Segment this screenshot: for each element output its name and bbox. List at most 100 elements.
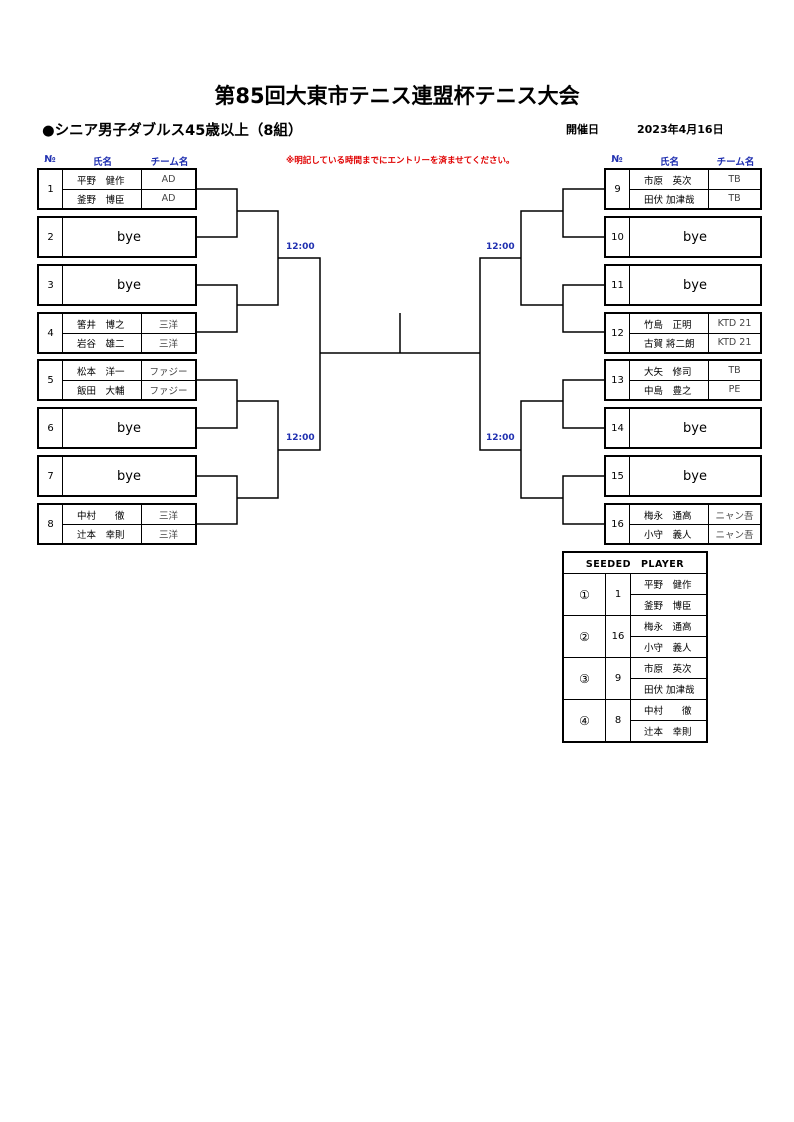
player-name: 岩谷 雄二 <box>63 333 142 352</box>
bracket-entry: 12 竹島 正明 KTD 21 古賀 將二朗 KTD 21 <box>604 312 762 354</box>
seeded-heading: SEEDED PLAYER <box>564 553 706 574</box>
team-name: AD <box>161 174 176 185</box>
player-name: 中島 豊之 <box>630 380 709 399</box>
player-name: 田伏 加津哉 <box>630 189 709 208</box>
seed-player-name: 辻本 幸則 <box>644 727 692 738</box>
entry-number: 12 <box>606 314 630 352</box>
team-name: 三洋 <box>158 510 178 522</box>
bracket-entry: 5 松本 洋一ファジー 飯田 大輔ファジー <box>37 359 197 401</box>
bracket-entry: 3 bye <box>37 264 197 306</box>
team-name: TB <box>728 193 741 204</box>
seed-player-name: 田伏 加津哉 <box>644 685 695 696</box>
seed-row: ③ 9 市原 英次田伏 加津哉 <box>564 658 706 700</box>
player-name: 辻本 幸則 <box>63 524 142 543</box>
date-value: 2023年4月16日 <box>637 123 724 136</box>
bye-label: bye <box>683 277 707 293</box>
team-name: TB <box>728 365 741 376</box>
entry-number: 16 <box>606 505 630 543</box>
bracket-entry: 11 bye <box>604 264 762 306</box>
entry-number: 13 <box>606 361 630 399</box>
player-name: 平野 健作 <box>63 170 142 189</box>
team-name: ファジー <box>149 385 188 397</box>
seed-row: ① 1 平野 健作釜野 博臣 <box>564 574 706 616</box>
team-name: KTD 21 <box>717 337 752 348</box>
player-name: 中村 徹 <box>63 505 142 524</box>
player-name: 梅永 通高 <box>630 505 709 524</box>
bracket-entry: 14 bye <box>604 407 762 449</box>
team-name: PE <box>728 384 741 395</box>
team-name: 三洋 <box>158 338 178 350</box>
seed-row: ④ 8 中村 徹辻本 幸則 <box>564 700 706 741</box>
seed-rank: ④ <box>564 700 606 741</box>
bracket-entry: 8 中村 徹三洋 辻本 幸則三洋 <box>37 503 197 545</box>
page-title: 第85回大東市テニス連盟杯テニス大会 <box>214 84 580 108</box>
entry-number: 5 <box>39 361 63 399</box>
bye-label: bye <box>117 468 141 484</box>
bracket-entry: 10 bye <box>604 216 762 258</box>
seed-rank: ① <box>564 574 606 615</box>
seed-row: ② 16 梅永 通高小守 義人 <box>564 616 706 658</box>
entry-number: 15 <box>606 457 630 495</box>
team-name: 三洋 <box>158 319 178 331</box>
seed-player-name: 平野 健作 <box>631 574 706 595</box>
match-time-left-bottom: 12:00 <box>286 433 315 443</box>
bracket-entry: 1 平野 健作 AD 釜野 博臣 AD <box>37 168 197 210</box>
entry-number: 10 <box>606 218 630 256</box>
event-subtitle: ●シニア男子ダブルス45歳以上（8組） <box>42 123 303 139</box>
entry-number: 3 <box>39 266 63 304</box>
seed-rank: ③ <box>564 658 606 699</box>
seed-entry-number: 9 <box>606 658 631 699</box>
seed-player-name: 小守 義人 <box>644 643 692 654</box>
seed-player-name: 市原 英次 <box>631 658 706 679</box>
right-header-no: № <box>611 154 623 165</box>
bye-label: bye <box>117 420 141 436</box>
bracket-entry: 13 大矢 修司 TB 中島 豊之 PE <box>604 359 762 401</box>
player-name: 小守 義人 <box>630 524 709 543</box>
entry-notice: ※明記している時間までにエントリーを済ませてください。 <box>286 156 515 166</box>
right-header-name: 氏名 <box>659 157 679 168</box>
player-name: 釜野 博臣 <box>63 189 142 208</box>
bye-label: bye <box>683 229 707 245</box>
match-time-right-bottom: 12:00 <box>486 433 515 443</box>
bracket-entry: 15 bye <box>604 455 762 497</box>
player-name: 市原 英次 <box>630 170 709 189</box>
entry-number: 6 <box>39 409 63 447</box>
bye-label: bye <box>683 420 707 436</box>
bye-label: bye <box>683 468 707 484</box>
match-time-left-top: 12:00 <box>286 242 315 252</box>
team-name: TB <box>728 174 741 185</box>
team-name: KTD 21 <box>717 318 752 329</box>
team-name: ニャン吾 <box>715 510 754 522</box>
player-name: 竹島 正明 <box>630 314 709 333</box>
entry-number: 4 <box>39 314 63 352</box>
team-name: ニャン吾 <box>715 529 754 541</box>
entry-number: 11 <box>606 266 630 304</box>
player-name: 筈井 博之 <box>63 314 142 333</box>
seed-player-name: 釜野 博臣 <box>644 601 692 612</box>
player-name: 大矢 修司 <box>630 361 709 380</box>
seed-rank: ② <box>564 616 606 657</box>
left-header-name: 氏名 <box>92 157 112 168</box>
right-header-team: チーム名 <box>716 157 755 168</box>
entry-number: 1 <box>39 170 63 208</box>
left-header-no: № <box>44 154 56 165</box>
entry-number: 9 <box>606 170 630 208</box>
bye-label: bye <box>117 229 141 245</box>
seeded-player-table: SEEDED PLAYER ① 1 平野 健作釜野 博臣 ② 16 梅永 通高小… <box>562 551 708 743</box>
bracket-entry: 6 bye <box>37 407 197 449</box>
seed-entry-number: 1 <box>606 574 631 615</box>
bracket-entry: 9 市原 英次 TB 田伏 加津哉 TB <box>604 168 762 210</box>
bracket-entry: 2 bye <box>37 216 197 258</box>
player-name: 松本 洋一 <box>63 361 142 380</box>
player-name: 飯田 大輔 <box>63 380 142 399</box>
player-name: 古賀 將二朗 <box>630 333 709 352</box>
entry-number: 2 <box>39 218 63 256</box>
seed-player-name: 梅永 通高 <box>631 616 706 637</box>
team-name: 三洋 <box>158 529 178 541</box>
team-name: ファジー <box>149 366 188 378</box>
team-name: AD <box>161 193 176 204</box>
bracket-entry: 4 筈井 博之三洋 岩谷 雄二三洋 <box>37 312 197 354</box>
bracket-entry: 16 梅永 通高ニャン吾 小守 義人ニャン吾 <box>604 503 762 545</box>
date-label: 開催日 <box>566 123 599 136</box>
